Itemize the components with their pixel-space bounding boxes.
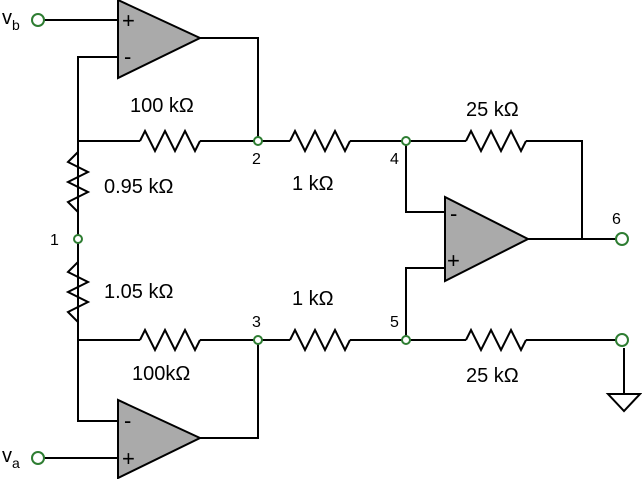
opamp-diff-minus-sign: - xyxy=(450,201,457,226)
wire-bot-opamp-output xyxy=(200,340,259,439)
label-node-3: 3 xyxy=(252,314,261,331)
opamp-top-minus-sign: - xyxy=(124,44,131,69)
label-r-gain-upper: 0.95 kΩ xyxy=(104,176,173,198)
label-r-bottom-feedback: 100kΩ xyxy=(132,363,190,385)
opamp-top xyxy=(117,0,203,80)
label-r-upper-series: 1 kΩ xyxy=(292,173,334,195)
resistor-top-feedback xyxy=(139,128,201,154)
label-va: va xyxy=(2,445,20,471)
resistor-diff-ground xyxy=(465,327,527,353)
label-node-6: 6 xyxy=(612,211,621,228)
opamp-top-plus-sign: + xyxy=(122,8,135,33)
terminal-vb xyxy=(31,13,45,27)
label-r-gain-lower: 1.05 kΩ xyxy=(104,281,173,303)
label-node-5: 5 xyxy=(390,314,399,331)
label-node-4: 4 xyxy=(390,151,399,168)
node-1 xyxy=(73,234,83,244)
ground-icon xyxy=(605,393,642,413)
resistor-diff-feedback xyxy=(465,128,527,154)
opamp-diff xyxy=(444,195,531,283)
label-vb: vb xyxy=(2,7,20,33)
wires xyxy=(44,19,625,459)
label-r-top-feedback: 100 kΩ xyxy=(130,95,194,117)
wire-bot-opamp-minus xyxy=(77,340,118,422)
opamp-bottom-minus-sign: - xyxy=(124,408,131,433)
terminal-ground xyxy=(615,333,629,347)
wire-r25k-to-output xyxy=(526,140,583,239)
opamp-bottom-plus-sign: + xyxy=(122,446,135,471)
node-3 xyxy=(253,335,263,345)
wire-n4-to-diff-minus xyxy=(405,141,445,213)
terminal-va xyxy=(31,451,45,465)
resistor-bottom-feedback xyxy=(139,327,201,353)
label-node-2: 2 xyxy=(252,151,261,168)
wire-top-opamp-output xyxy=(200,37,259,141)
label-r-diff-ground: 25 kΩ xyxy=(466,365,519,387)
resistors xyxy=(65,128,527,353)
resistor-gain-lower xyxy=(65,248,91,340)
label-node-1: 1 xyxy=(50,232,59,249)
resistor-lower-series xyxy=(289,327,351,353)
label-r-lower-series: 1 kΩ xyxy=(292,288,334,310)
label-r-diff-feedback: 25 kΩ xyxy=(466,99,519,121)
node-5 xyxy=(401,335,411,345)
node-4 xyxy=(401,136,411,146)
wire-left-rail xyxy=(77,56,118,340)
resistor-gain-upper xyxy=(65,151,91,228)
node-2 xyxy=(253,136,263,146)
resistor-upper-series xyxy=(289,128,351,154)
opamp-bottom xyxy=(117,398,203,479)
opamp-diff-plus-sign: + xyxy=(447,248,460,273)
terminal-output-6 xyxy=(615,232,629,246)
wire-n5-to-diff-plus xyxy=(405,267,445,340)
